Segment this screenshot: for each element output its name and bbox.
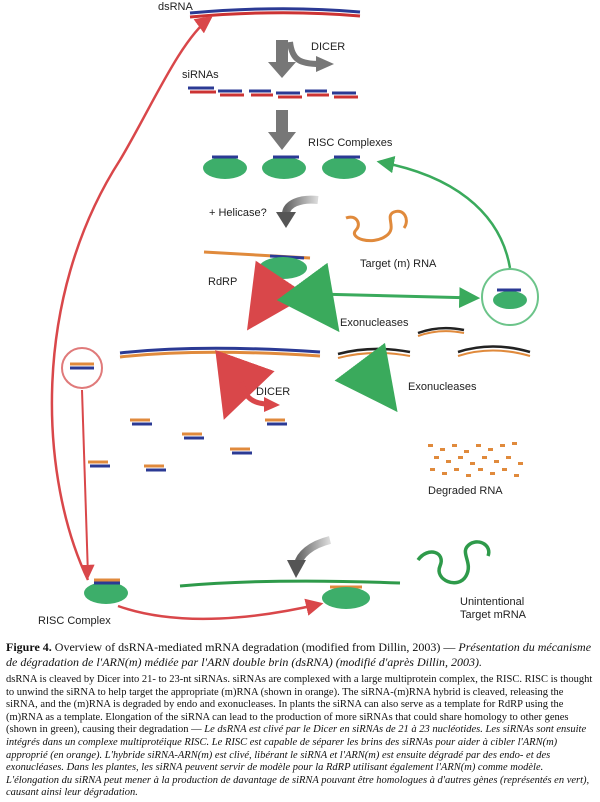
risc-complexes-row bbox=[203, 155, 366, 179]
label-target-rna: Target (m) RNA bbox=[360, 258, 437, 270]
red-loop-arrow-left bbox=[50, 15, 213, 581]
label-dsrna: dsRNA bbox=[158, 1, 194, 13]
label-exonucleases-2: Exonucleases bbox=[408, 381, 477, 393]
target-mrna-squiggle bbox=[345, 209, 408, 243]
red-arrow-1 bbox=[247, 260, 309, 331]
risc-complex-bottom-left bbox=[84, 578, 128, 604]
rdrp-hybrid bbox=[203, 250, 311, 279]
figure-label: Figure 4. bbox=[6, 640, 52, 654]
circled-risc-right bbox=[481, 268, 539, 326]
green-arrow-2 bbox=[334, 342, 398, 413]
red-arrow-bottom bbox=[117, 598, 324, 621]
label-risc-complexes: RISC Complexes bbox=[308, 137, 393, 149]
label-dicer-top: DICER bbox=[311, 41, 345, 53]
dsrna-top bbox=[189, 7, 361, 19]
gray-curve-arrow-bottom bbox=[287, 536, 332, 578]
degraded-rna-fragments bbox=[428, 442, 523, 477]
caption-title-fr: Présentation du mécanisme de dégradation… bbox=[6, 640, 592, 669]
label-sirnas: siRNAs bbox=[182, 69, 219, 81]
label-helicase: + Helicase? bbox=[209, 207, 267, 219]
label-rdrp: RdRP bbox=[208, 276, 237, 288]
label-exonucleases-1: Exonucleases bbox=[340, 317, 409, 329]
red-arrow-to-risc bbox=[80, 389, 95, 579]
green-return-arrow bbox=[376, 155, 512, 269]
circled-sirna-left bbox=[61, 347, 103, 389]
dicer-arrow-mid bbox=[215, 349, 280, 420]
gray-arrow-risc bbox=[268, 110, 296, 150]
dsrna-middle bbox=[119, 346, 321, 359]
green-arrow-right bbox=[315, 287, 481, 309]
label-dicer-mid: DICER bbox=[256, 386, 290, 398]
figure-caption: Figure 4. Overview of dsRNA-mediated mRN… bbox=[6, 640, 594, 800]
caption-body-en: dsRNA is cleaved by Dicer into 21- to 23… bbox=[6, 674, 593, 736]
cleaved-fragments-right bbox=[337, 326, 531, 359]
caption-title-en: Overview of dsRNA-mediated mRNA degradat… bbox=[54, 640, 456, 654]
rnai-pathway-diagram: dsRNA DICER siRNAs bbox=[38, 1, 539, 627]
caption-body-fr: Le dsRNA est clivé par le Dicer en siRNA… bbox=[6, 724, 590, 799]
label-degraded-rna: Degraded RNA bbox=[428, 485, 503, 497]
sirna-fragments-mid bbox=[88, 418, 287, 472]
caption-body: dsRNA is cleaved by Dicer into 21- to 23… bbox=[6, 674, 594, 800]
green-target-strand bbox=[179, 579, 401, 609]
label-risc-complex: RISC Complex bbox=[38, 615, 111, 627]
green-arrow-1 bbox=[276, 262, 340, 333]
unintentional-mrna-squiggle bbox=[416, 540, 491, 585]
caption-title: Figure 4. Overview of dsRNA-mediated mRN… bbox=[6, 640, 594, 670]
label-unintentional-1: Unintentional bbox=[460, 596, 524, 608]
label-unintentional-2: Target mRNA bbox=[460, 609, 527, 621]
sirna-fragments-top bbox=[188, 86, 358, 99]
dicer-arrow-top bbox=[268, 40, 334, 78]
helicase-arrow bbox=[276, 195, 319, 228]
